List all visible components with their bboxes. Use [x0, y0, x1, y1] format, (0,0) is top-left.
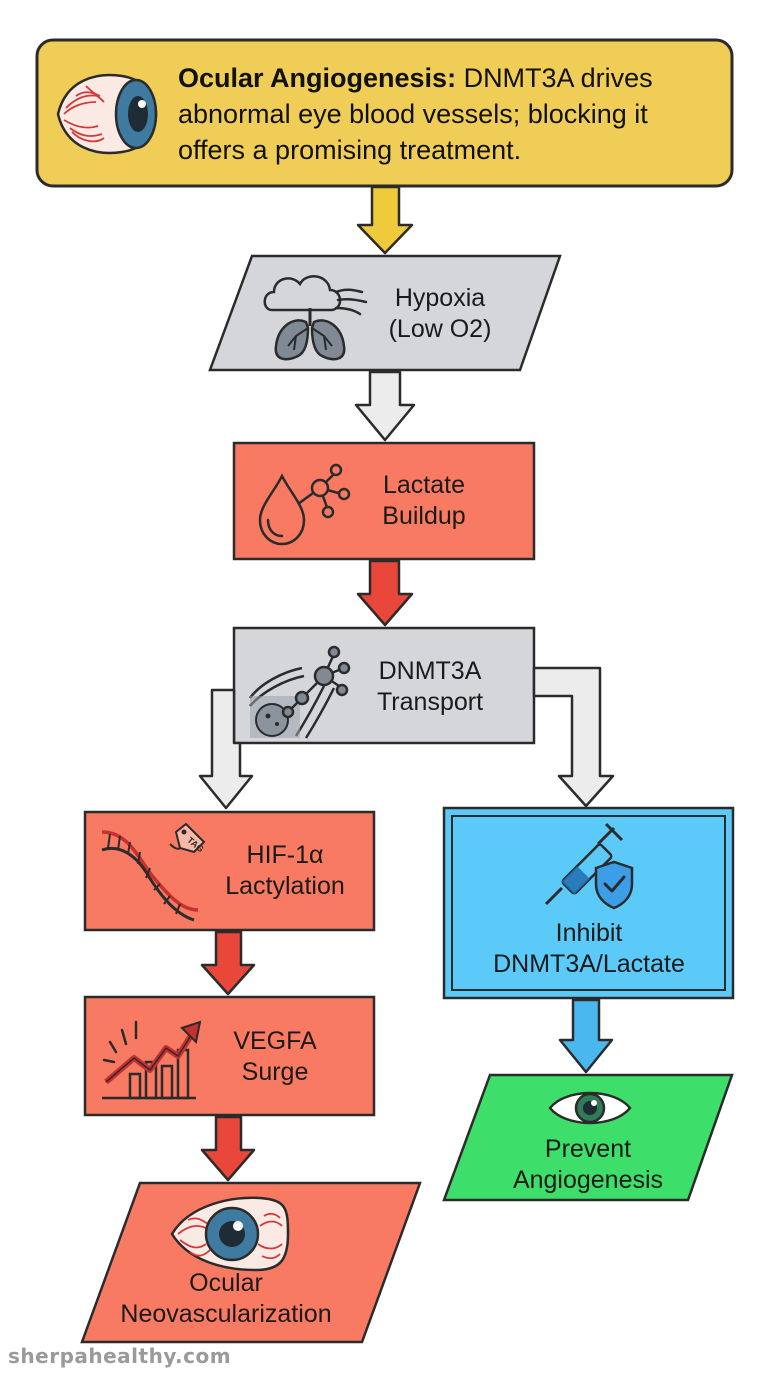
- prevent-node-shape: [442, 1073, 734, 1202]
- arrow-vegfa-to-ocular: [200, 1115, 256, 1182]
- lactate-label-line2: Buildup: [382, 502, 466, 530]
- lactate-node-shape: [232, 441, 536, 561]
- hif-label: HIF-1α Lactylation: [200, 840, 370, 902]
- cell-membrane-icon: [248, 645, 351, 739]
- transport-label-line1: DNMT3A: [378, 657, 482, 685]
- arrow-lactate-to-transport: [356, 559, 414, 627]
- ocular-label-line1: Ocular: [189, 1269, 263, 1297]
- lactate-label: Lactate Buildup: [324, 470, 524, 532]
- ocular-label: Ocular Neovascularization: [86, 1268, 366, 1330]
- hypoxia-label-line2: (Low O2): [388, 315, 492, 343]
- hypoxia-label-line1: Hypoxia: [394, 284, 486, 312]
- inhibit-label-line1: Inhibit: [555, 919, 623, 947]
- arrow-hypoxia-to-lactate: [354, 370, 416, 442]
- inhibit-label: Inhibit DNMT3A/Lactate: [455, 918, 723, 980]
- lungs-cloud-icon: [263, 275, 368, 361]
- lactate-label-line1: Lactate: [382, 471, 465, 499]
- watermark: sherpahealthy.com: [8, 1344, 232, 1368]
- hypoxia-label: Hypoxia (Low O2): [340, 283, 540, 345]
- bloodshot-eye-icon: [56, 73, 158, 155]
- header-title-bold: Ocular Angiogenesis:: [178, 63, 457, 93]
- hif-label-line2: Lactylation: [225, 872, 345, 900]
- transport-label: DNMT3A Transport: [330, 656, 530, 718]
- header-title: Ocular Angiogenesis: DNMT3A drives abnor…: [178, 60, 718, 168]
- arrow-transport-to-inhibit: [532, 666, 615, 808]
- header-title-rest: DNMT3A drives abnormal eye blood vessels…: [178, 63, 653, 165]
- hif-node-shape: [83, 810, 376, 932]
- ocular-bloodshot-eye-icon: [170, 1196, 290, 1272]
- inhibit-node-shape: [442, 806, 735, 1000]
- dna-tag-icon: TAG: [101, 822, 206, 922]
- prevent-label-line2: Angiogenesis: [512, 1166, 664, 1194]
- trend-up-icon: [102, 1020, 202, 1100]
- arrow-transport-to-hif: [198, 688, 254, 810]
- healthy-eye-icon: [548, 1091, 632, 1125]
- vegfa-label-line1: VEGFA: [233, 1027, 317, 1055]
- hif-label-line1: HIF-1α: [246, 841, 324, 869]
- inhibit-label-line2: DNMT3A/Lactate: [493, 950, 685, 978]
- arrow-header-to-hypoxia: [356, 185, 414, 255]
- syringe-shield-icon: [544, 822, 634, 910]
- prevent-label: Prevent Angiogenesis: [478, 1134, 698, 1196]
- vegfa-label: VEGFA Surge: [200, 1026, 350, 1088]
- prevent-label-line1: Prevent: [544, 1135, 632, 1163]
- vegfa-label-line2: Surge: [241, 1058, 309, 1086]
- inhibit-node-inner-border: [451, 815, 726, 991]
- lactate-droplet-icon: [258, 463, 351, 546]
- ocular-label-line2: Neovascularization: [120, 1300, 332, 1328]
- arrow-hif-to-vegfa: [200, 930, 256, 996]
- arrow-inhibit-to-prevent: [558, 998, 614, 1074]
- transport-label-line2: Transport: [376, 688, 484, 716]
